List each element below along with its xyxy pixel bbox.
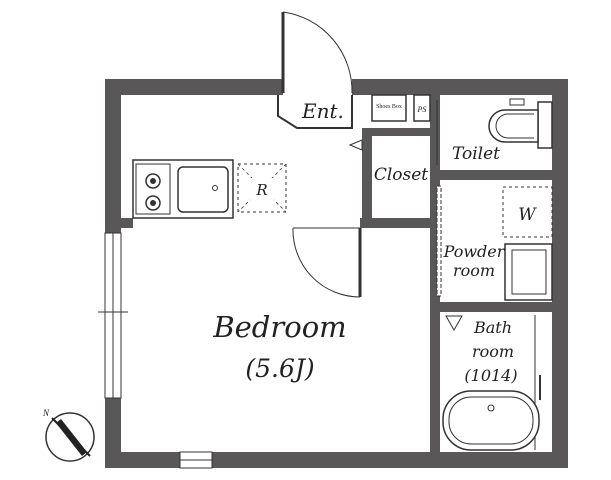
toilet-label: Toilet (452, 144, 500, 164)
entrance-label: Ent. (301, 99, 344, 123)
bedroom-door (292, 227, 362, 298)
bedroom-size-label: (5.6J) (245, 354, 314, 383)
wall-powder-bottom (440, 302, 552, 312)
wall-top-right (352, 79, 567, 95)
bath-room-area: Bath room (1014) (442, 315, 541, 451)
paper-holder (509, 98, 525, 106)
vanity (504, 243, 553, 301)
toilet-bowl (488, 109, 539, 143)
closet-area: Closet (348, 139, 428, 185)
refrigerator-label: R (255, 181, 267, 199)
ps-label: PS (417, 105, 427, 114)
bath-label-1: Bath (473, 318, 512, 337)
powder-room-label-1: Powder (443, 242, 506, 261)
powder-room-area: W Powder room (436, 185, 553, 301)
bath-door-marker (445, 315, 463, 332)
bathtub (442, 390, 540, 451)
windows (98, 232, 213, 469)
bath-size-label: (1014) (464, 366, 517, 385)
wall-closet-top (362, 128, 430, 136)
stove-burner-top (145, 173, 161, 189)
washer-label: W (518, 205, 537, 225)
shoe-box (371, 94, 407, 122)
compass-north-label: N (42, 408, 50, 418)
wall-top-left (105, 79, 283, 95)
closet-door-marker (348, 139, 363, 151)
entrance-area: Ent. Shoes Box PS (277, 11, 431, 129)
wall-interior-vertical (430, 95, 440, 455)
refrigerator-space (237, 163, 287, 213)
wall-closet-left (362, 128, 372, 228)
bathtub-drain (487, 404, 495, 412)
shoe-box-label: Shoes Box (376, 104, 402, 110)
compass: N (42, 408, 95, 462)
closet-label: Closet (374, 165, 428, 185)
wall-bottom (105, 452, 568, 468)
powder-room-label-2: room (453, 261, 495, 280)
stove-burner-bottom (145, 195, 161, 211)
wall-right (552, 79, 568, 468)
washer-space (502, 186, 553, 238)
bath-label-2: room (472, 342, 514, 361)
wall-toilet-bottom (440, 170, 552, 180)
toilet-tank (537, 101, 553, 149)
sink (177, 166, 229, 213)
bedroom-door-arc (292, 227, 361, 298)
stove (135, 163, 171, 215)
kitchen-area: R (132, 159, 287, 219)
wall-kitchen-partition-right (360, 218, 430, 228)
bedroom-label: Bedroom (212, 310, 346, 344)
compass-needle (56, 423, 87, 456)
entrance-door-arc (282, 11, 353, 94)
wall-kitchen-partition (121, 218, 133, 228)
ps-shaft (413, 94, 431, 122)
toilet-area: Toilet (436, 98, 553, 165)
entrance-step (277, 95, 353, 129)
